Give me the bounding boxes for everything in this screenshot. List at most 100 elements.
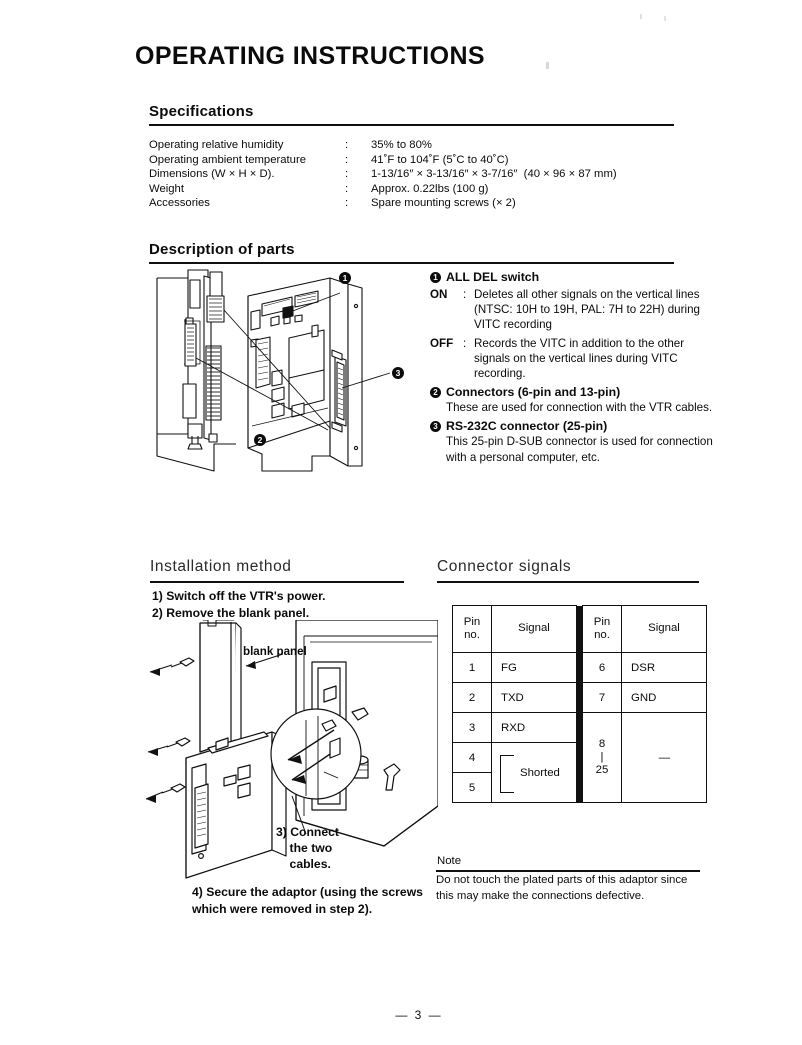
installation-steps-top: 1) Switch off the VTR's power. 2) Remove…: [152, 589, 326, 620]
spec-colon: :: [345, 182, 349, 195]
spec-colon: :: [345, 197, 349, 210]
cell-pin-left: 1: [452, 652, 492, 683]
table-row: 5: [452, 772, 707, 803]
specifications-rule: [149, 124, 674, 126]
cell-pin-left: 2: [452, 682, 492, 713]
connector-signals-heading: Connector signals: [437, 558, 572, 575]
cell-signal-left: RXD: [491, 712, 577, 743]
shorted-group: Shorted: [492, 744, 576, 802]
parts-row-colon: :: [463, 336, 467, 350]
table-row: 1 FG 6 DSR: [452, 652, 707, 683]
parts-item-body: This 25-pin D-SUB connector is used for …: [446, 435, 713, 464]
pin-range-line3: 25: [595, 764, 609, 776]
header-pin-right: Pin no.: [582, 605, 622, 653]
table-row: 2 TXD 7 GND: [452, 682, 707, 713]
spec-label: Dimensions (W × H × D).: [149, 168, 275, 181]
spec-row: Accessories : Spare mounting screws (× 2…: [149, 196, 617, 211]
parts-row-value: Records the VITC in addition to the othe…: [474, 336, 685, 381]
spec-label: Operating ambient temperature: [149, 153, 306, 166]
cell-signal-right-dash: —: [621, 712, 707, 803]
table-center-divider: [576, 712, 583, 743]
spec-value: 41˚F to 104˚F (5˚C to 40˚C): [371, 153, 509, 166]
pin-range-line2: |: [600, 751, 604, 763]
bullet-2-icon: 2: [430, 387, 441, 399]
cell-pin-range-right: 8 | 25: [582, 712, 622, 803]
spec-colon: :: [345, 153, 349, 166]
scan-speckle: [640, 14, 642, 19]
header-pin-left-line2: no.: [464, 629, 480, 641]
diagram-callout-3: 3: [392, 367, 404, 379]
spec-row: Operating relative humidity : 35% to 80%: [149, 138, 617, 153]
specifications-table: Operating relative humidity : 35% to 80%…: [149, 138, 617, 211]
parts-item-title-text: ALL DEL switch: [446, 270, 540, 284]
parts-row-value: Deletes all other signals on the vertica…: [474, 288, 700, 332]
spec-colon: :: [345, 168, 349, 181]
parts-row-colon: :: [463, 288, 467, 301]
cell-pin-right: 7: [582, 682, 622, 713]
installation-method-rule: [150, 581, 404, 583]
spec-row: Weight : Approx. 0.22lbs (100 g): [149, 182, 617, 197]
installation-diagram: [146, 620, 438, 879]
shorted-bracket-icon: [500, 754, 514, 793]
installation-step-3: 3) Connect the two cables.: [276, 825, 339, 871]
bullet-1-icon: 1: [430, 272, 441, 283]
description-of-parts-rule: [149, 262, 674, 264]
description-of-parts-heading: Description of parts: [149, 241, 295, 258]
connector-signals-rule: [437, 581, 699, 583]
diagram-callout-2: 2: [254, 434, 266, 446]
cell-shorted: Shorted: [491, 742, 577, 803]
parts-row-key: OFF: [430, 336, 454, 350]
parts-item-title-text: Connectors (6-pin and 13-pin): [446, 385, 621, 400]
spec-label: Weight: [149, 182, 184, 195]
table-center-divider: [576, 652, 583, 683]
spec-label: Operating relative humidity: [149, 139, 284, 151]
table-center-divider: [576, 772, 583, 803]
cell-signal-right: GND: [621, 682, 707, 713]
header-pin-left: Pin no.: [452, 605, 492, 653]
scan-speckle: [664, 16, 666, 21]
spec-row: Operating ambient temperature : 41˚F to …: [149, 153, 617, 168]
header-signal-left: Signal: [491, 605, 577, 653]
scan-speckle: [546, 62, 549, 69]
parts-item-title-text: RS-232C connector (25-pin): [446, 419, 608, 434]
parts-item-body: These are used for connection with the V…: [446, 401, 713, 415]
table-center-divider: [576, 742, 583, 773]
parts-item-title: 2 Connectors (6-pin and 13-pin): [430, 384, 715, 400]
cell-signal-right: DSR: [621, 652, 707, 683]
blank-panel-label: blank panel: [243, 645, 307, 658]
page-number: — 3 —: [395, 1008, 443, 1022]
diagram-callout-1: 1: [339, 272, 351, 284]
spec-value: Approx. 0.22lbs (100 g): [371, 182, 489, 195]
table-row: 4 Shorted: [452, 742, 707, 803]
table-row: 3 RXD 8 | 25 —: [452, 712, 707, 803]
parts-item-all-del-switch: 1 ALL DEL switch ON : Deletes all other …: [430, 269, 715, 381]
circuit-board-diagram: [156, 269, 391, 472]
cell-pin-left: 4: [452, 742, 492, 773]
spec-value: Spare mounting screws (× 2): [371, 197, 516, 210]
note-rule: [436, 870, 700, 872]
spec-colon: :: [345, 139, 349, 151]
cell-pin-right: 6: [582, 652, 622, 683]
connector-signals-table: Pin no. Signal Pin no. Signal 1 FG 6 DSR: [452, 605, 707, 803]
spec-value: 35% to 80%: [371, 139, 432, 151]
parts-row-key: ON: [430, 288, 448, 301]
header-pin-left-line1: Pin: [463, 615, 481, 628]
cell-pin-left: 3: [452, 712, 492, 743]
note-body: Do not touch the plated parts of this ad…: [436, 874, 688, 902]
table-center-divider: [576, 605, 583, 653]
parts-description-list: 1 ALL DEL switch ON : Deletes all other …: [430, 269, 715, 467]
spec-row: Dimensions (W × H × D). : 1-13/16″ × 3-1…: [149, 167, 617, 182]
shorted-label: Shorted: [520, 766, 560, 779]
cell-signal-left: FG: [491, 652, 577, 683]
parts-item-row-on: ON : Deletes all other signals on the ve…: [430, 287, 715, 333]
note-heading: Note: [437, 855, 462, 867]
header-pin-right-line2: no.: [594, 629, 610, 641]
installation-method-heading: Installation method: [150, 558, 292, 575]
parts-item-title: 1 ALL DEL switch: [430, 269, 715, 285]
cell-signal-left: TXD: [491, 682, 577, 713]
header-pin-right-line1: Pin: [593, 615, 611, 628]
table-center-divider: [576, 682, 583, 713]
cell-pin-left: 5: [452, 772, 492, 803]
parts-item-row-off: OFF : Records the VITC in addition to th…: [430, 336, 715, 382]
